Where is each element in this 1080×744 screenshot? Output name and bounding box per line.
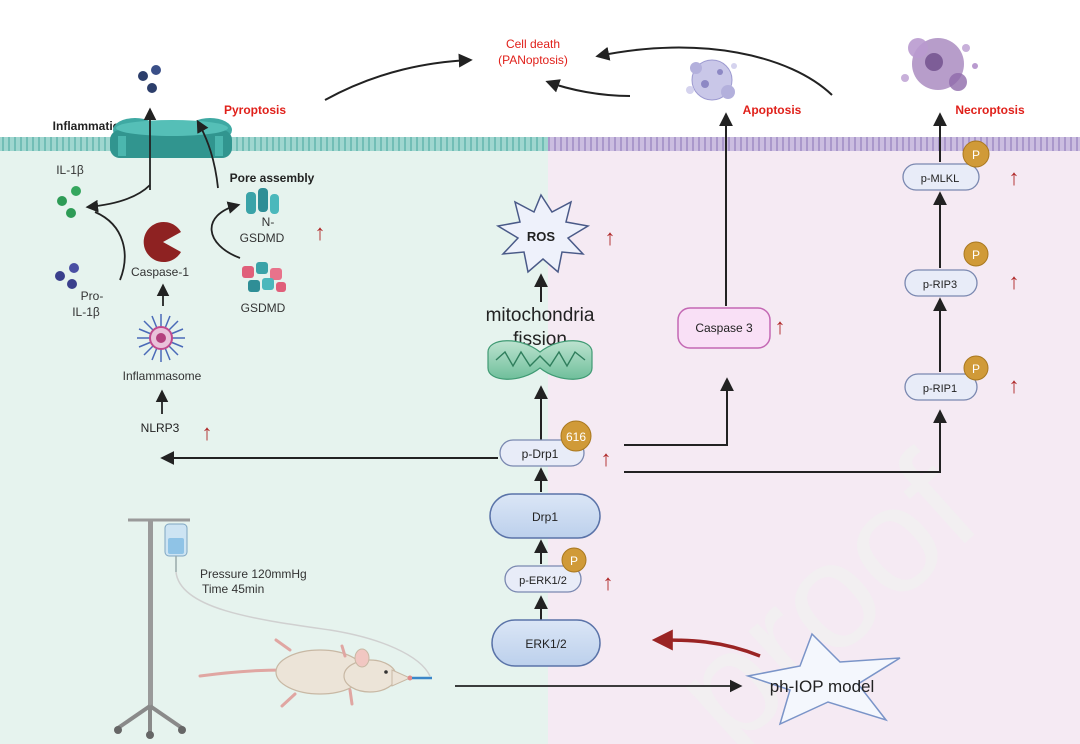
nlrp3-label: NLRP3 [141,421,180,435]
n-gsdmd-label-2: GSDMD [240,231,285,245]
arrow-il1b-outflow [85,184,151,213]
iv-tube [175,571,431,677]
ros-icon [495,193,591,274]
ros-label: ROS [527,229,556,244]
p-mlkl-label: p-MLKL [921,173,960,185]
ph-iop-model-label: ph-IOP model [770,677,875,696]
site-616-badge [560,420,592,452]
arrow-caspase1-cleave-il1b [94,211,126,281]
inflammasome-label: Inflammasome [123,369,202,383]
caspase3-node [677,307,771,349]
drp1-label: Drp1 [532,510,558,524]
necroptotic-cell-icon [901,38,978,91]
up-arrow-n-gsdmd: ↑ [315,220,326,245]
n-gsdmd-label-1: N- [262,215,275,229]
il1b-label: IL-1β [56,163,84,177]
p-mlkl-node [902,163,980,191]
released-il1b-icon [138,65,161,93]
caspase1-icon [143,222,181,262]
caspase3-label: Caspase 3 [695,321,753,335]
rat-icon [198,638,432,708]
iv-bag-icon [164,523,188,572]
arrow-pdrp1-to-prip1 [624,409,947,473]
up-arrow-p-rip3: ↑ [1009,269,1020,294]
up-arrow-p-drp1: ↑ [601,446,612,471]
gsdmd-icon [242,262,286,292]
p-drp1-label: p-Drp1 [522,447,559,461]
p-erk-phospho-label: P [570,554,578,568]
up-arrow-p-rip1: ↑ [1009,373,1020,398]
p-rip1-label: p-RIP1 [923,383,957,395]
iv-stand-icon [114,518,190,739]
apoptotic-cell-icon [686,59,737,101]
erk-node [491,619,601,667]
erk-label: ERK1/2 [525,637,567,651]
p-erk-label: p-ERK1/2 [519,575,567,587]
arrow-model-to-erk [651,629,761,658]
p-mlkl-phospho-badge [962,140,990,168]
il1b-icon [57,186,81,218]
arrow-pdrp1-to-caspase3 [624,377,734,446]
arrow-pore-assembly [196,119,219,189]
cell-death-label: Cell death [506,37,560,51]
p-rip1-node [904,373,978,401]
left-compartment-bg [0,150,548,744]
n-gsdmd-icon [246,188,279,214]
up-arrow-p-erk: ↑ [603,570,614,595]
pro-il1b-label-2: IL-1β [72,305,100,319]
apoptosis-label: Apoptosis [743,103,802,117]
necroptosis-label: Necroptosis [955,103,1025,117]
up-arrow-caspase3: ↑ [775,314,786,339]
p-drp1-node [499,439,585,467]
pro-il1b-icon [55,263,79,289]
site-616-label: 616 [566,430,586,444]
arrow-apoptosis-to-death [545,79,631,97]
pro-il1b-label-1: Pro- [81,289,104,303]
inflammation-label: Inflammation [53,119,128,133]
arrow-necroptosis-to-death [595,46,833,96]
p-rip3-node [904,269,978,297]
up-arrow-p-mlkl: ↑ [1009,165,1020,190]
drp1-node [489,493,601,539]
caspase1-label: Caspase-1 [131,265,189,279]
p-rip1-phospho-label: P [972,362,980,376]
panoptosis-label: (PANoptosis) [498,53,568,67]
up-arrow-nlrp3: ↑ [202,420,213,445]
arrow-pyroptosis-to-death [324,53,473,101]
p-rip3-phospho-label: P [972,248,980,262]
pressure-label: Pressure 120mmHg [200,567,307,581]
gsdmd-pore-icon [110,118,232,158]
pore-assembly-label: Pore assembly [230,171,315,185]
membrane-right [548,137,1080,151]
gsdmd-label: GSDMD [241,301,286,315]
p-erk-phospho-badge [561,547,587,573]
arrow-gsdmd-cleave [210,201,241,259]
p-rip3-label: p-RIP3 [923,279,957,291]
mitochondria-label: mitochondria [486,305,595,326]
p-rip1-phospho-badge [963,355,989,381]
time-label: Time 45min [202,582,264,596]
pyroptosis-label: Pyroptosis [224,103,286,117]
p-erk-node [504,565,582,593]
mitochondria-icon [487,340,593,380]
p-rip3-phospho-badge [963,241,989,267]
ph-iop-model-star [745,632,901,726]
p-mlkl-phospho-label: P [972,148,980,162]
inflammasome-icon [137,314,185,362]
membrane-left [0,137,548,151]
up-arrow-ros: ↑ [605,225,616,250]
